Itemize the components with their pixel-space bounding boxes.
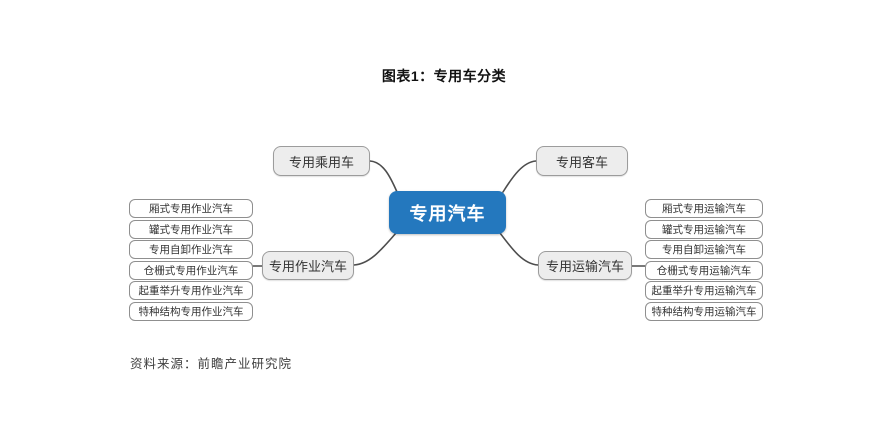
figure-title: 图表1：专用车分类 <box>381 68 507 84</box>
leaf-node-right: 罐式专用运输汽车 <box>645 220 763 239</box>
leaf-node-right: 仓栅式专用运输汽车 <box>645 261 763 280</box>
data-source-note: 资料来源：前瞻产业研究院 <box>130 357 293 371</box>
leaf-node-right: 起重举升专用运输汽车 <box>645 281 763 300</box>
center-node-special-vehicle: 专用汽车 <box>389 191 506 234</box>
edge-center-passenger <box>369 160 398 193</box>
branch-node-special-bus: 专用客车 <box>536 146 628 176</box>
leaf-node-left: 罐式专用作业汽车 <box>129 220 253 239</box>
leaf-node-left: 专用自卸作业汽车 <box>129 240 253 259</box>
edge-center-operation <box>353 232 397 266</box>
leaf-node-left: 厢式专用作业汽车 <box>129 199 253 218</box>
branch-node-special-operation-vehicle: 专用作业汽车 <box>262 251 354 280</box>
branch-node-special-passenger-car: 专用乘用车 <box>273 146 370 176</box>
leaf-node-right: 专用自卸运输汽车 <box>645 240 763 259</box>
leaf-node-right: 厢式专用运输汽车 <box>645 199 763 218</box>
edge-center-transport <box>499 232 539 266</box>
leaf-node-left: 起重举升专用作业汽车 <box>129 281 253 300</box>
leaf-node-left: 特种结构专用作业汽车 <box>129 302 253 321</box>
edge-center-bus <box>502 160 537 193</box>
branch-node-special-transport-vehicle: 专用运输汽车 <box>538 251 632 280</box>
leaf-node-left: 仓栅式专用作业汽车 <box>129 261 253 280</box>
leaf-node-right: 特种结构专用运输汽车 <box>645 302 763 321</box>
